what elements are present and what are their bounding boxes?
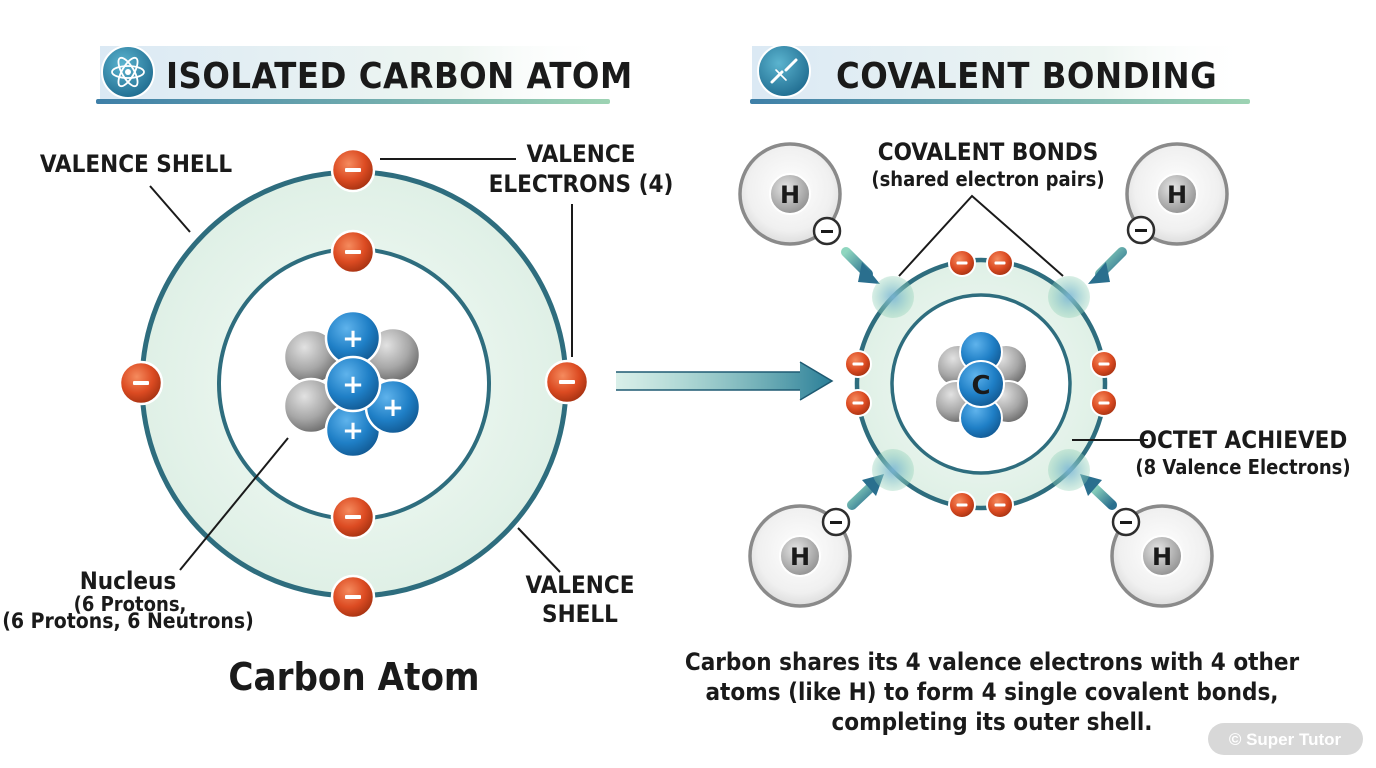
description-line-3: completing its outer shell. xyxy=(832,708,1153,736)
proton-sign: + xyxy=(382,393,404,423)
label-valence-shell-bottom-line1: VALENCE xyxy=(526,571,635,599)
label-nucleus-ghost: (6 Protons, xyxy=(74,592,187,616)
shared-electron xyxy=(948,249,976,277)
right-header-title: COVALENT BONDING xyxy=(836,56,1217,97)
description-line-2: atoms (like H) to form 4 single covalent… xyxy=(705,678,1278,706)
leader-valence-shell-bottom xyxy=(517,527,561,573)
hydrogen-atom-bottom-left: H xyxy=(748,504,852,608)
isolated-carbon-atom: + + + + VALENCE SHELL VALENCE ELECTRONS … xyxy=(2,140,673,699)
description-line-1: Carbon shares its 4 valence electrons wi… xyxy=(685,648,1300,676)
proton xyxy=(324,355,382,413)
label-covalent-bonds: COVALENT BONDS xyxy=(878,138,1099,166)
hydrogen-atom-bottom-right: H xyxy=(1110,504,1214,608)
carbon-symbol: C xyxy=(971,371,990,401)
label-valence-electrons-line1: VALENCE xyxy=(527,140,636,168)
bonded-carbon: H H H H xyxy=(685,138,1351,736)
shared-electron xyxy=(844,350,872,378)
label-valence-shell-bottom-line2: SHELL xyxy=(542,600,618,628)
valence-electron xyxy=(330,147,376,193)
transition-arrow xyxy=(616,361,834,401)
shared-electron xyxy=(986,491,1014,519)
shared-electron xyxy=(986,249,1014,277)
label-valence-electrons-line2: ELECTRONS (4) xyxy=(489,170,674,198)
shared-electron xyxy=(844,389,872,417)
label-eight-electrons: (8 Valence Electrons) xyxy=(1135,455,1350,479)
bond-overlap xyxy=(872,276,914,318)
inner-electron xyxy=(330,494,376,540)
label-nucleus-title: Nucleus xyxy=(80,567,177,595)
bond-arrows xyxy=(841,247,1127,510)
leader-valence-shell-top xyxy=(149,185,191,233)
right-header: COVALENT BONDING xyxy=(750,44,1252,104)
watermark-text: © Super Tutor xyxy=(1229,730,1342,749)
left-header: ISOLATED CARBON ATOM xyxy=(96,45,633,104)
hydrogen-symbol: H xyxy=(790,543,810,571)
hydrogen-symbol: H xyxy=(1152,543,1172,571)
shared-electron xyxy=(1090,350,1118,378)
left-header-band xyxy=(100,46,610,102)
right-header-underline xyxy=(750,99,1250,104)
carbon-nucleus: C xyxy=(934,330,1030,440)
label-shared-pairs: (shared electron pairs) xyxy=(871,167,1104,191)
leader-nucleus xyxy=(179,437,289,571)
hydrogen-atom-top-left: H xyxy=(738,142,842,246)
valence-electron xyxy=(118,360,164,406)
caption-carbon-atom: Carbon Atom xyxy=(228,655,479,699)
atom-icon xyxy=(101,45,155,99)
valence-electron xyxy=(330,574,376,620)
leader-covalent-bonds xyxy=(898,194,1064,277)
bond-link-icon xyxy=(757,44,811,98)
bond-overlap xyxy=(1048,449,1090,491)
hydrogen-atom-top-right: H xyxy=(1125,142,1229,246)
shared-electron xyxy=(948,491,976,519)
proton-sign: + xyxy=(342,370,364,400)
bond-overlap xyxy=(872,449,914,491)
left-header-underline xyxy=(96,99,610,104)
proton xyxy=(957,360,1005,408)
inner-electron xyxy=(330,229,376,275)
proton-sign: + xyxy=(342,416,364,446)
proton-sign: + xyxy=(342,324,364,354)
label-valence-shell-top: VALENCE SHELL xyxy=(40,150,233,178)
bond-overlap xyxy=(1048,276,1090,318)
label-nucleus-detail: (6 Protons, 6 Neutrons) xyxy=(2,609,253,633)
hydrogen-symbol: H xyxy=(1167,181,1187,209)
right-header-band xyxy=(752,46,1252,102)
valence-electron xyxy=(544,359,590,405)
shared-electron xyxy=(1090,389,1118,417)
nucleus: + + + + xyxy=(282,309,422,459)
hydrogen-symbol: H xyxy=(780,181,800,209)
left-header-title: ISOLATED CARBON ATOM xyxy=(166,56,633,97)
label-octet-achieved: OCTET ACHIEVED xyxy=(1139,426,1348,454)
watermark: © Super Tutor xyxy=(1208,723,1363,755)
